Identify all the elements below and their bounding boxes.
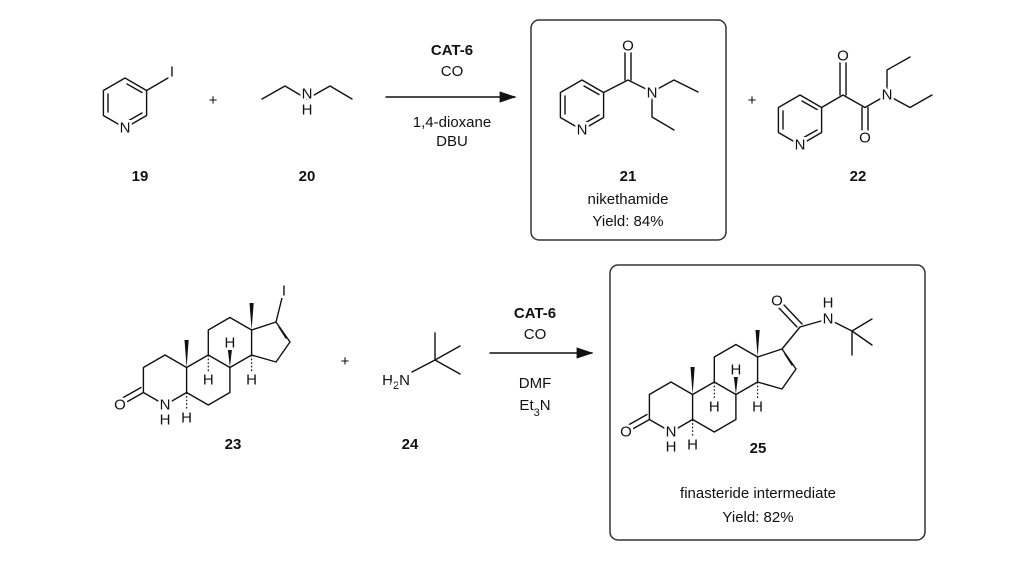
atom-n: N [647,85,658,102]
atom-h: H [224,335,235,352]
reaction-arrow-1: CAT-6 CO 1,4-dioxane DBU [385,42,517,150]
plus-sign: + [748,92,757,109]
atom-h: H [302,102,313,119]
atom-o: O [114,397,126,414]
compound-20: N H 20 [261,83,353,185]
gas-label: CO [441,63,464,80]
plus-sign: + [341,353,350,370]
base-label: DBU [436,133,468,150]
atom-h: H [823,295,834,312]
atom-n: N [160,397,171,414]
atom-h: H [181,410,192,427]
solvent-label: 1,4-dioxane [413,114,491,131]
atom-n: N [666,424,677,441]
catalyst-label: CAT-6 [514,305,556,322]
compound-23: O N H H H H H I 23 [112,280,291,453]
atom-h: H [160,412,171,429]
atom-h: H [666,439,677,456]
product-name: finasteride intermediate [680,485,836,502]
catalyst-label: CAT-6 [431,42,473,59]
atom-h: H [246,372,257,389]
product-name: nikethamide [588,191,669,208]
compound-label-19: 19 [132,168,149,185]
base-label: Et3N [519,397,550,419]
atom-h: H [709,399,720,416]
compound-22: N O O N 22 [777,45,933,185]
atom-o: O [620,424,632,441]
atom-n: N [795,137,806,154]
atom-n: N [120,120,131,137]
atom-h: H [730,362,741,379]
atom-i: I [282,283,286,300]
yield-label: Yield: 82% [722,509,793,526]
compound-label-24: 24 [402,436,419,453]
atom-o: O [622,38,634,55]
atom-h2n: H2N [382,372,410,393]
atom-n: N [823,311,834,328]
atom-h: H [203,372,214,389]
atom-o: O [771,293,783,310]
product-box-21: N O N 21 nikethamide Yield: 84% [530,19,727,241]
solvent-label: DMF [519,375,552,392]
gas-label: CO [524,326,547,343]
atom-n: N [882,87,893,104]
atom-n: N [302,86,313,103]
compound-19: N I 19 [102,61,177,185]
compound-label-20: 20 [299,168,316,185]
yield-label: Yield: 84% [592,213,663,230]
atom-o: O [837,48,849,65]
atom-i: I [170,64,174,81]
compound-24: H2N 24 [380,332,461,453]
atom-n: N [577,122,588,139]
compound-label-25: 25 [750,440,767,457]
atom-h: H [752,399,763,416]
reaction-arrow-2: CAT-6 CO DMF Et3N [489,305,594,419]
product-box-25: O N H H H H H O N H 25 finasteride inter… [609,264,926,541]
plus-sign: + [209,92,218,109]
compound-label-22: 22 [850,168,867,185]
compound-label-23: 23 [225,436,242,453]
compound-label-21: 21 [620,168,637,185]
atom-h: H [687,437,698,454]
atom-o: O [859,130,871,147]
